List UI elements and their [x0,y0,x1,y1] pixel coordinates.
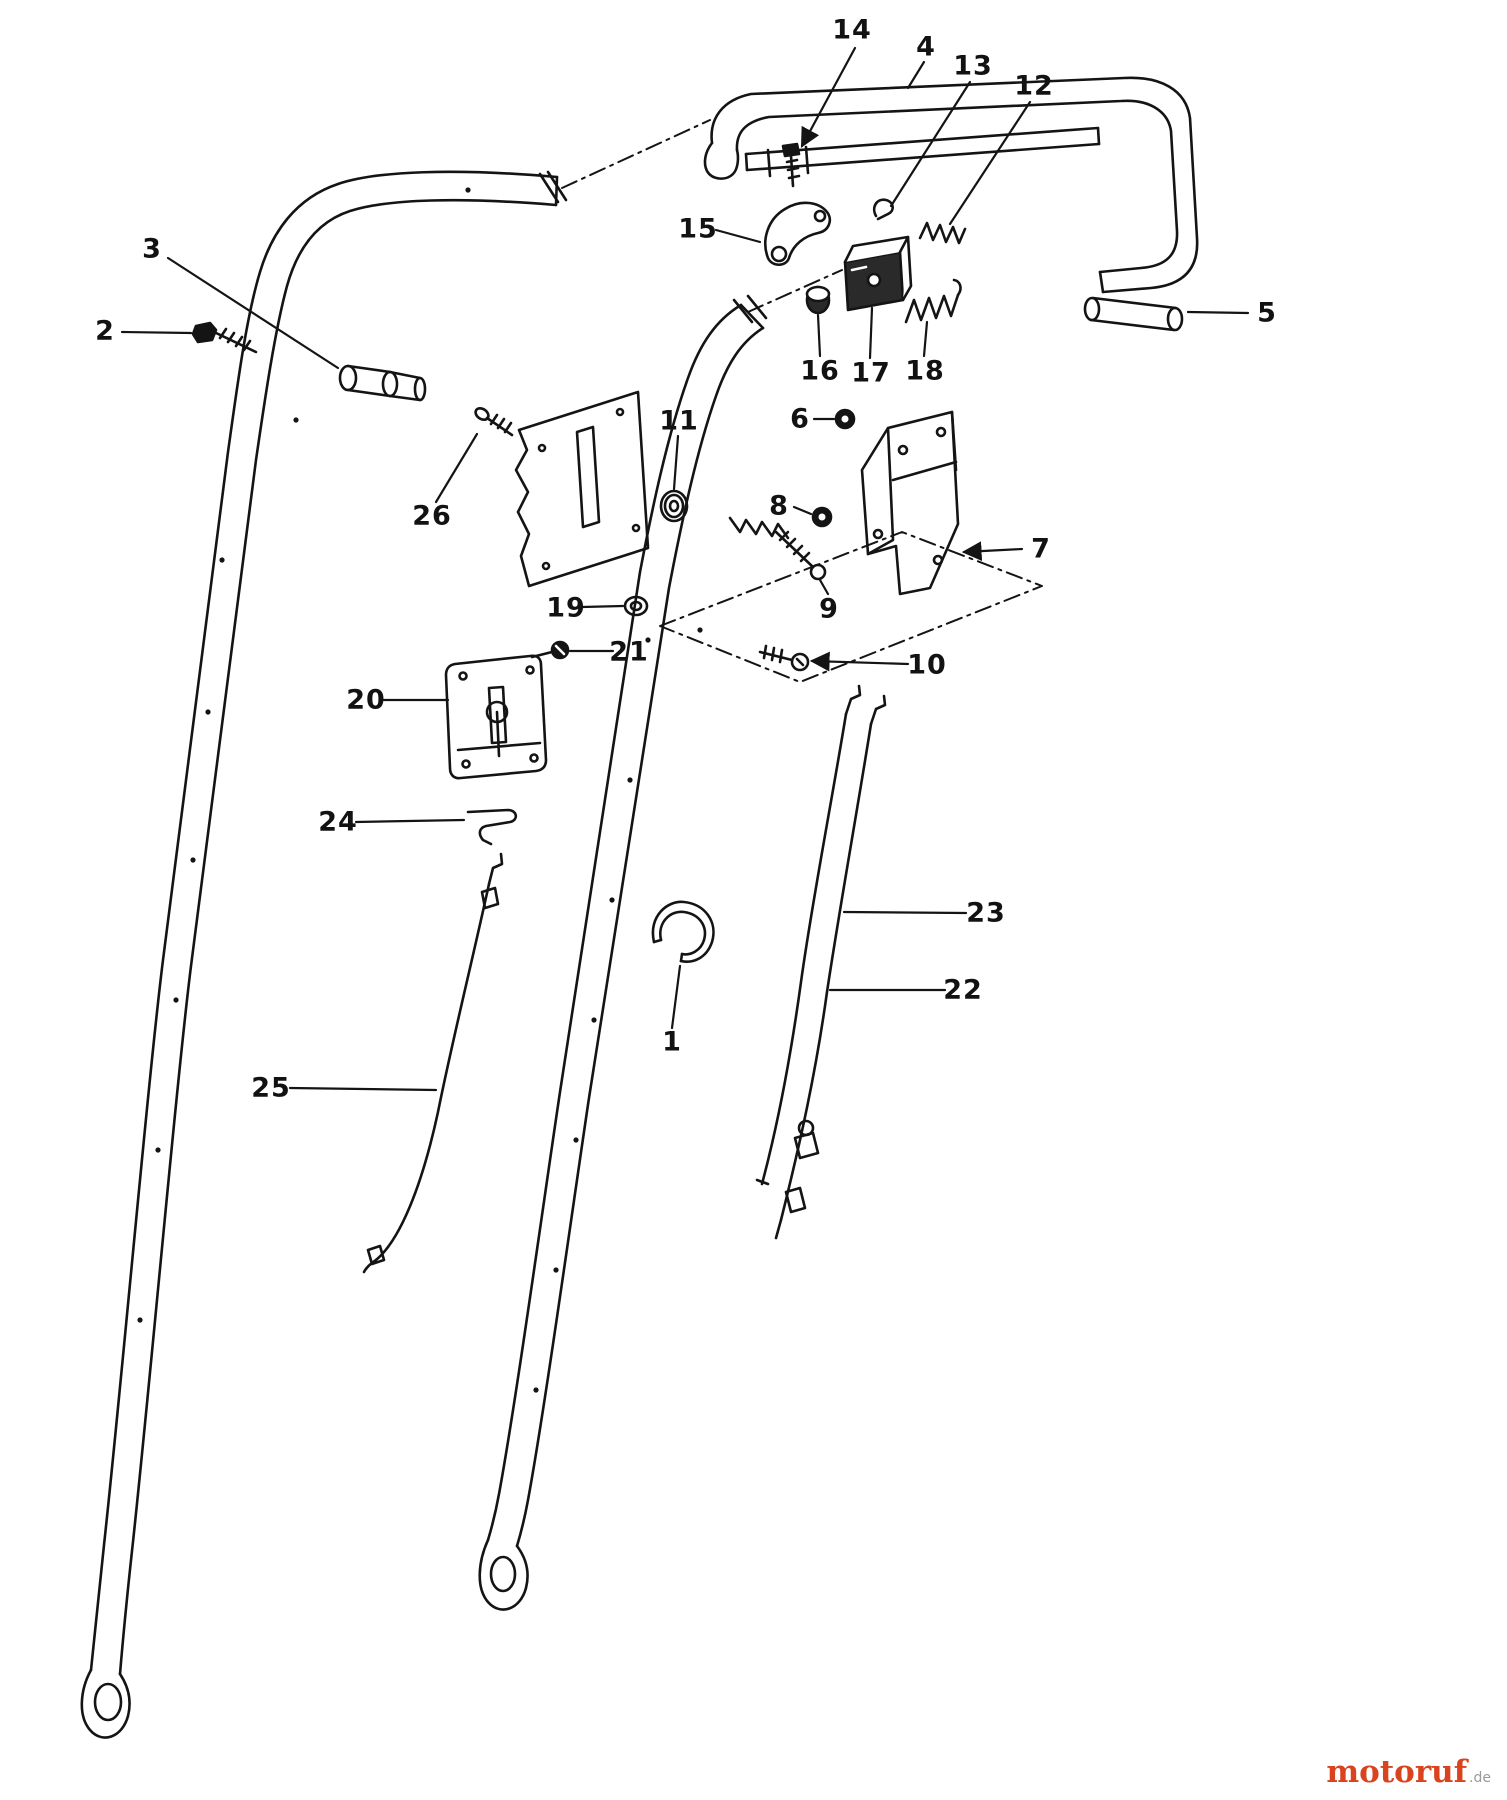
part-label-25: 25 [251,1072,291,1104]
part-label-20: 20 [346,684,386,716]
part-label-19: 19 [546,592,586,624]
part-label-5: 5 [1257,297,1277,329]
part-2-bolt [191,321,258,354]
part-label-22: 22 [943,974,983,1006]
part-7-bracket [860,410,960,596]
part-5-grip [1083,296,1184,332]
part-label-23: 23 [966,897,1006,929]
part-label-7: 7 [1031,533,1051,565]
construction-lines [561,119,1043,683]
part-label-6: 6 [790,403,810,435]
part-label-2: 2 [95,315,115,347]
watermark-tld: .de [1469,1770,1491,1786]
part-14-bolt [781,142,801,188]
part-label-1: 1 [662,1026,682,1058]
part-19-washer [623,595,649,617]
watermark: motoruf.de [1326,1757,1491,1788]
part-label-10: 10 [907,649,947,681]
part-6-nut [834,408,856,430]
part-label-8: 8 [769,490,789,522]
part-1-clamp [651,900,715,963]
part-label-16: 16 [800,355,840,387]
part-18-spring [904,278,962,324]
part-label-4: 4 [916,31,936,63]
part-20-control-plate [444,654,548,780]
part-11-grommet [659,489,689,523]
part-label-14: 14 [832,14,872,46]
part-12-spring [918,221,967,245]
part-label-17: 17 [851,357,891,389]
part-26-screw [474,406,514,437]
part-9-screw [728,516,827,581]
part-label-24: 24 [318,806,358,838]
part-24-clip [466,808,518,846]
part-8-nut [811,506,833,528]
left-handle-tube [80,170,568,1739]
part-label-11: 11 [659,405,699,437]
part-label-13: 13 [953,50,993,82]
part-17-housing [843,235,913,312]
part-label-26: 26 [412,500,452,532]
rivet-holes [137,187,703,1393]
part-label-3: 3 [142,233,162,265]
part-3-bushing [338,364,427,402]
part-label-9: 9 [819,593,839,625]
part-25-cable [362,852,504,1274]
part-label-15: 15 [678,213,718,245]
part-15-lever [764,201,831,267]
mounting-plate [514,390,650,588]
part-16-cap [805,285,831,315]
part-label-18: 18 [905,355,945,387]
part-22-cable [774,694,887,1240]
right-handle-tube [478,294,768,1611]
part-label-21: 21 [609,636,649,668]
part-23-cable [755,684,862,1186]
part-10-screw [758,644,810,672]
leader-lines [120,46,1250,1092]
part-label-12: 12 [1014,70,1054,102]
watermark-brand: motoruf [1326,1754,1468,1790]
part-13-clip [872,198,894,221]
